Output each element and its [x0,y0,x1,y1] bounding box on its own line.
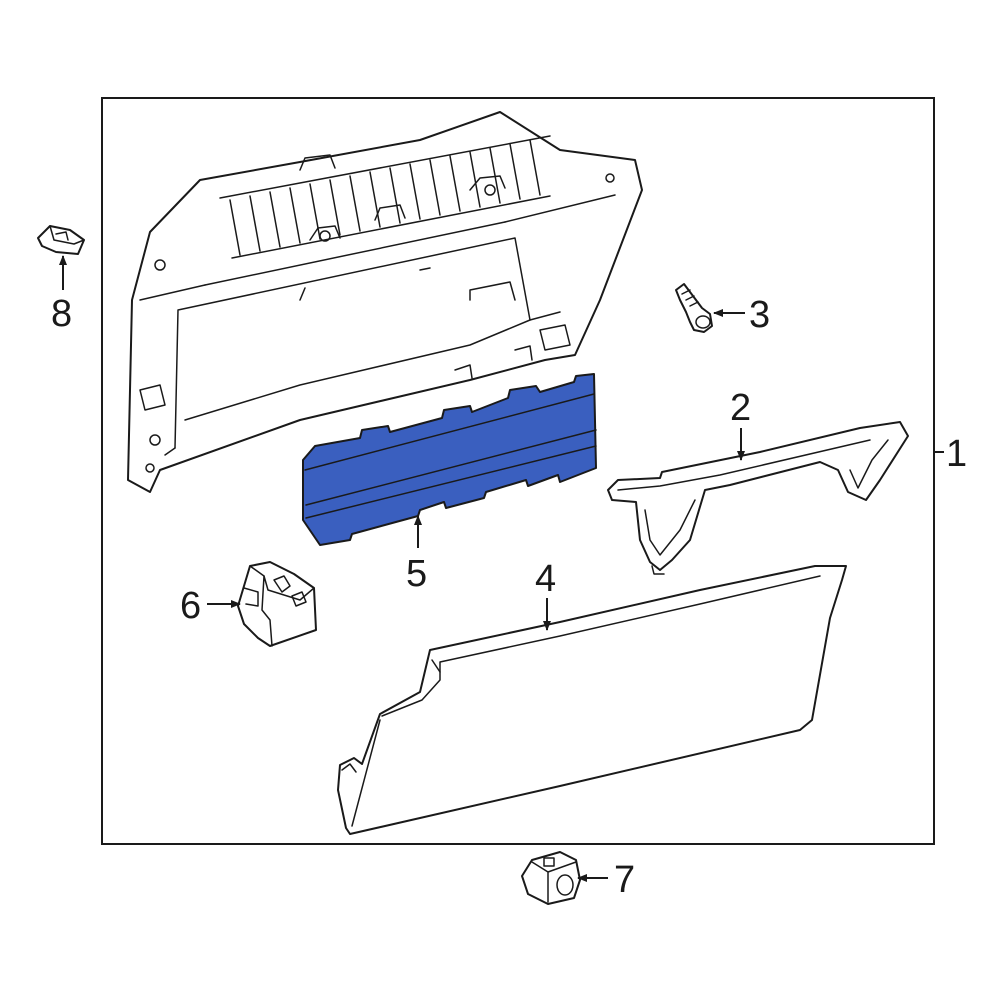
clip-block [237,561,317,647]
callout-1: 1 [946,433,967,475]
glove-box-door [337,565,847,835]
small-clip [37,225,85,255]
callout-3: 3 [749,294,770,336]
callout-2: 2 [730,387,751,429]
callout-4: 4 [535,558,556,600]
nut [521,851,581,905]
screw-fastener [675,283,713,333]
callout-7: 7 [614,859,635,901]
glove-box-door-panel [302,373,597,546]
glove-box-support-bracket [607,421,909,575]
leader-lines [59,255,944,882]
callout-8: 8 [51,293,72,335]
callout-6: 6 [180,585,201,627]
assembly-frame [101,97,935,845]
callout-5: 5 [406,553,427,595]
glove-box-housing [127,111,643,493]
